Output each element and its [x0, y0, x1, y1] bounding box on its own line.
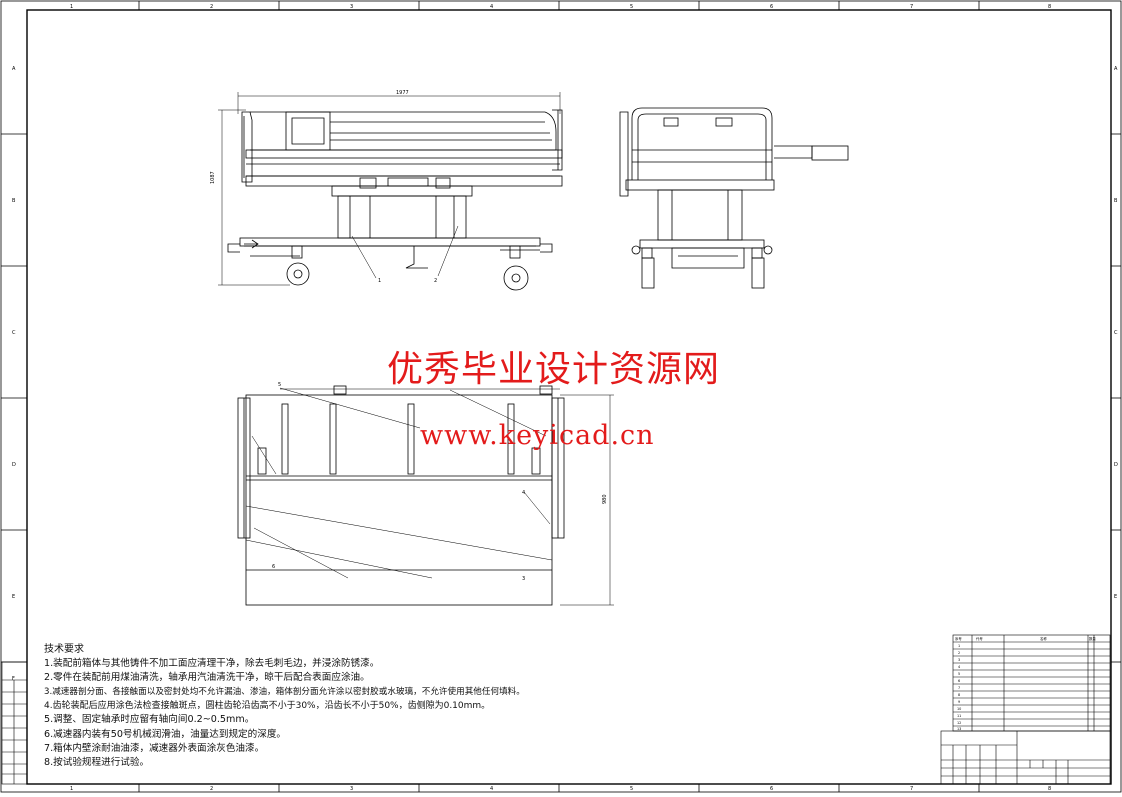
watermark-url: www.keyicad.cn [420, 420, 655, 451]
technical-note-8: 8.按试验规程进行试验。 [44, 756, 150, 768]
parts-row-7: 7 [958, 686, 960, 690]
leader-label-3: 3 [522, 576, 525, 582]
zone-bottom-4: 4 [490, 786, 493, 792]
dimension-front-height: 1087 [210, 171, 216, 184]
side-view [619, 107, 849, 289]
parts-row-13: 13 [957, 727, 961, 731]
zone-top-8: 8 [1048, 4, 1051, 10]
technical-note-5: 5.调整、固定轴承时应留有轴向间0.2~0.5mm。 [44, 714, 255, 726]
zone-labels: 1 2 3 4 5 6 7 8 1 2 3 4 5 6 7 8 A B C D … [12, 4, 1118, 792]
title-block [940, 730, 1111, 785]
technical-note-4: 4.齿轮装配后应用涂色法检查接触斑点，圆柱齿轮沿齿高不小于30%，沿齿长不小于5… [44, 701, 491, 712]
parts-row-6: 6 [958, 679, 960, 683]
parts-list-texts: 序号 代号 名称 数量 1 2 3 4 5 6 7 8 9 10 11 12 1… [955, 636, 1096, 731]
parts-header-name: 名称 [1040, 636, 1047, 641]
parts-row-3: 3 [958, 658, 960, 662]
zone-bottom-1: 1 [70, 786, 73, 792]
leader-label-6: 6 [272, 564, 275, 570]
zone-top-5: 5 [630, 4, 633, 10]
zone-right-d: D [1114, 462, 1118, 468]
parts-header-code: 代号 [976, 636, 983, 641]
zone-right-e: E [1114, 594, 1117, 600]
technical-note-3: 3.减速器剖分面、各接触面以及密封处均不允许漏油、渗油，箱体剖分面允许涂以密封胶… [44, 687, 525, 698]
zone-top-7: 7 [910, 4, 913, 10]
zone-top-3: 3 [350, 4, 353, 10]
parts-row-9: 9 [958, 700, 960, 704]
parts-list-table [952, 634, 1111, 732]
dimension-front-width: 1977 [396, 90, 409, 96]
zone-left-c: C [12, 330, 16, 336]
watermark-title: 优秀毕业设计资源网 [387, 349, 721, 390]
dimension-texts: 1977 1087 980 1 2 3 4 5 6 [210, 90, 608, 582]
leader-label-5: 5 [278, 382, 281, 388]
parts-row-8: 8 [958, 693, 960, 697]
parts-row-1: 1 [958, 644, 960, 648]
zone-bottom-5: 5 [630, 786, 633, 792]
parts-row-2: 2 [958, 651, 960, 655]
zone-left-d: D [12, 462, 16, 468]
parts-row-5: 5 [958, 672, 960, 676]
zone-bottom-6: 6 [770, 786, 773, 792]
technical-note-7: 7.箱体内壁涂耐油油漆，减速器外表面涂灰色油漆。 [44, 742, 265, 754]
dimension-top-height: 980 [602, 494, 608, 504]
zone-bottom-7: 7 [910, 786, 913, 792]
front-view [218, 92, 563, 291]
zone-top-1: 1 [70, 4, 73, 10]
parts-header-qty: 数量 [1089, 636, 1096, 641]
zone-bottom-8: 8 [1048, 786, 1051, 792]
zone-left-f: F [12, 676, 15, 682]
zone-bottom-3: 3 [350, 786, 353, 792]
leader-label-1: 1 [378, 278, 381, 284]
parts-header-index: 序号 [955, 636, 962, 641]
leader-label-2: 2 [434, 278, 437, 284]
zone-top-2: 2 [210, 4, 213, 10]
zone-left-e: E [12, 594, 15, 600]
parts-row-4: 4 [958, 665, 960, 669]
zone-top-6: 6 [770, 4, 773, 10]
technical-notes: 技术要求 1.装配前箱体与其他铸件不加工面应清理干净，除去毛刺毛边，并浸涂防锈漆… [44, 643, 564, 770]
zone-bottom-2: 2 [210, 786, 213, 792]
zone-right-b: B [1114, 198, 1118, 204]
zone-left-b: B [12, 198, 16, 204]
parts-row-11: 11 [957, 714, 961, 718]
zone-top-4: 4 [490, 4, 493, 10]
top-view [237, 385, 614, 606]
left-stamp-column [1, 661, 28, 785]
parts-row-12: 12 [957, 721, 961, 725]
leader-label-4: 4 [522, 490, 525, 496]
parts-row-10: 10 [957, 707, 961, 711]
technical-note-2: 2.零件在装配前用煤油清洗，轴承用汽油清洗干净，晾干后配合表面应涂油。 [44, 672, 370, 684]
technical-notes-title: 技术要求 [44, 644, 84, 655]
zone-right-c: C [1114, 330, 1118, 336]
zone-right-a: A [1114, 66, 1118, 72]
zone-left-a: A [12, 66, 16, 72]
technical-note-6: 6.减速器内装有50号机械润滑油，油量达到规定的深度。 [44, 728, 287, 740]
technical-note-1: 1.装配前箱体与其他铸件不加工面应清理干净，除去毛刺毛边，并浸涂防锈漆。 [44, 658, 380, 670]
